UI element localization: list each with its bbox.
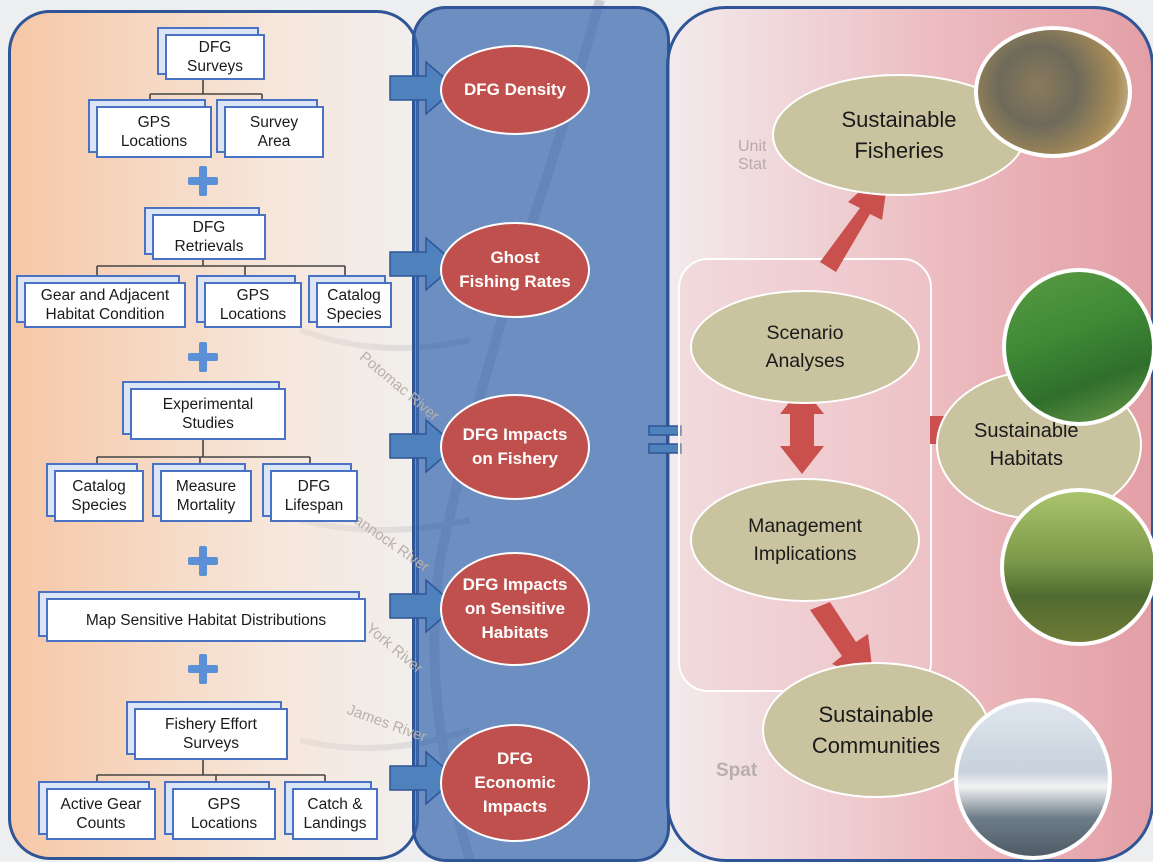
tree-connectors: [96, 78, 346, 783]
catalog-species-box: Catalog Species: [54, 470, 144, 522]
blue-arrows: [389, 60, 458, 806]
dfg-lifespan-box: DFG Lifespan: [270, 470, 358, 522]
map-label-unit: Unit: [738, 138, 767, 155]
catalog-species-box: Catalog Species: [316, 282, 392, 328]
map-sensitive-habitat-box: Map Sensitive Habitat Distributions: [46, 598, 366, 642]
map-label-spat: Spat: [716, 760, 758, 781]
experimental-studies-box: Experimental Studies: [130, 388, 286, 440]
dfg-economic-impacts-node: DFG Economic Impacts: [440, 724, 590, 842]
gear-habitat-condition-box: Gear and Adjacent Habitat Condition: [24, 282, 186, 328]
gps-locations-box: GPS Locations: [204, 282, 302, 328]
ghost-fishing-rates-node: Ghost Fishing Rates: [440, 222, 590, 318]
active-gear-counts-box: Active Gear Counts: [46, 788, 156, 840]
fishery-effort-surveys-box: Fishery Effort Surveys: [134, 708, 288, 760]
dfg-retrievals-box: DFG Retrievals: [152, 214, 266, 260]
dfg-impacts-fishery-node: DFG Impacts on Fishery: [440, 394, 590, 500]
plus-icon: [188, 166, 218, 196]
gps-locations-box: GPS Locations: [172, 788, 276, 840]
scenario-analyses-node: Scenario Analyses: [690, 290, 920, 404]
plus-icon: [188, 654, 218, 684]
survey-area-box: Survey Area: [224, 106, 324, 158]
sustainable-communities-node: Sustainable Communities: [762, 662, 990, 798]
plus-icon: [188, 546, 218, 576]
gps-locations-box: GPS Locations: [96, 106, 212, 158]
oyster-reef-photo: [1000, 488, 1153, 646]
equals-icon: [648, 425, 682, 454]
map-label-stat: Stat: [738, 156, 767, 173]
management-implications-node: Management Implications: [690, 478, 920, 602]
dfg-impacts-habitats-node: DFG Impacts on Sensitive Habitats: [440, 552, 590, 666]
crabs-photo: [974, 26, 1132, 158]
catch-landings-box: Catch & Landings: [292, 788, 378, 840]
boats-photo: [954, 698, 1112, 860]
dfg-density-node: DFG Density: [440, 45, 590, 135]
seagrass-photo: [1002, 268, 1153, 426]
plus-icon: [188, 342, 218, 372]
measure-mortality-box: Measure Mortality: [160, 470, 252, 522]
dfg-surveys-box: DFG Surveys: [165, 34, 265, 80]
